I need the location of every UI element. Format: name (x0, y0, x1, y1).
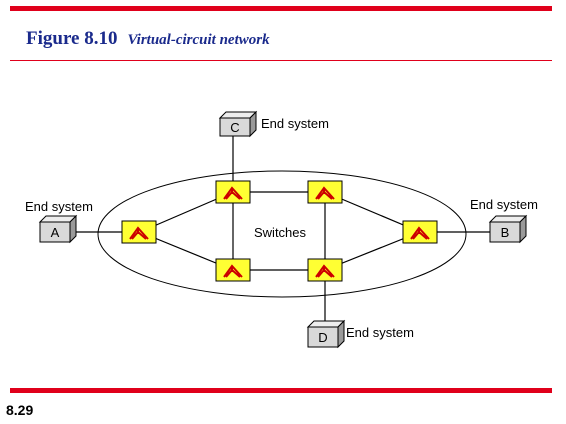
switch-5 (307, 258, 343, 282)
switch-icon (223, 186, 243, 200)
title-underline (10, 60, 552, 61)
end-system-d-caption: End system (346, 325, 414, 340)
end-system-c-caption: End system (261, 116, 329, 131)
end-system-b-caption: End system (470, 197, 538, 212)
network-ellipse (97, 170, 467, 298)
switch-icon (315, 264, 335, 278)
end-system-c-label: C (230, 120, 239, 135)
top-rule (10, 6, 552, 11)
switch-icon (129, 226, 149, 240)
end-system-a-label: A (51, 225, 60, 240)
bottom-rule (10, 388, 552, 393)
figure-title: Virtual-circuit network (127, 32, 270, 48)
switch-6 (402, 220, 438, 244)
figure-number: Figure 8.10 (26, 28, 118, 49)
end-system-b-label: B (501, 225, 510, 240)
end-system-d-label: D (318, 330, 327, 345)
switch-1 (121, 220, 157, 244)
end-system-c: C (218, 110, 258, 138)
switch-2 (215, 180, 251, 204)
figure-caption: Figure 8.10 Virtual-circuit network (26, 28, 270, 50)
switch-4 (307, 180, 343, 204)
slide-number: 8.29 (6, 402, 34, 418)
end-system-d: D (306, 319, 346, 349)
switch-icon (410, 226, 430, 240)
end-system-a: A (38, 214, 78, 244)
switch-3 (215, 258, 251, 282)
switches (121, 180, 438, 282)
switch-icon (223, 264, 243, 278)
end-system-a-caption: End system (25, 199, 93, 214)
end-system-b: B (488, 214, 528, 244)
switch-icon (315, 186, 335, 200)
switches-label: Switches (254, 225, 307, 240)
